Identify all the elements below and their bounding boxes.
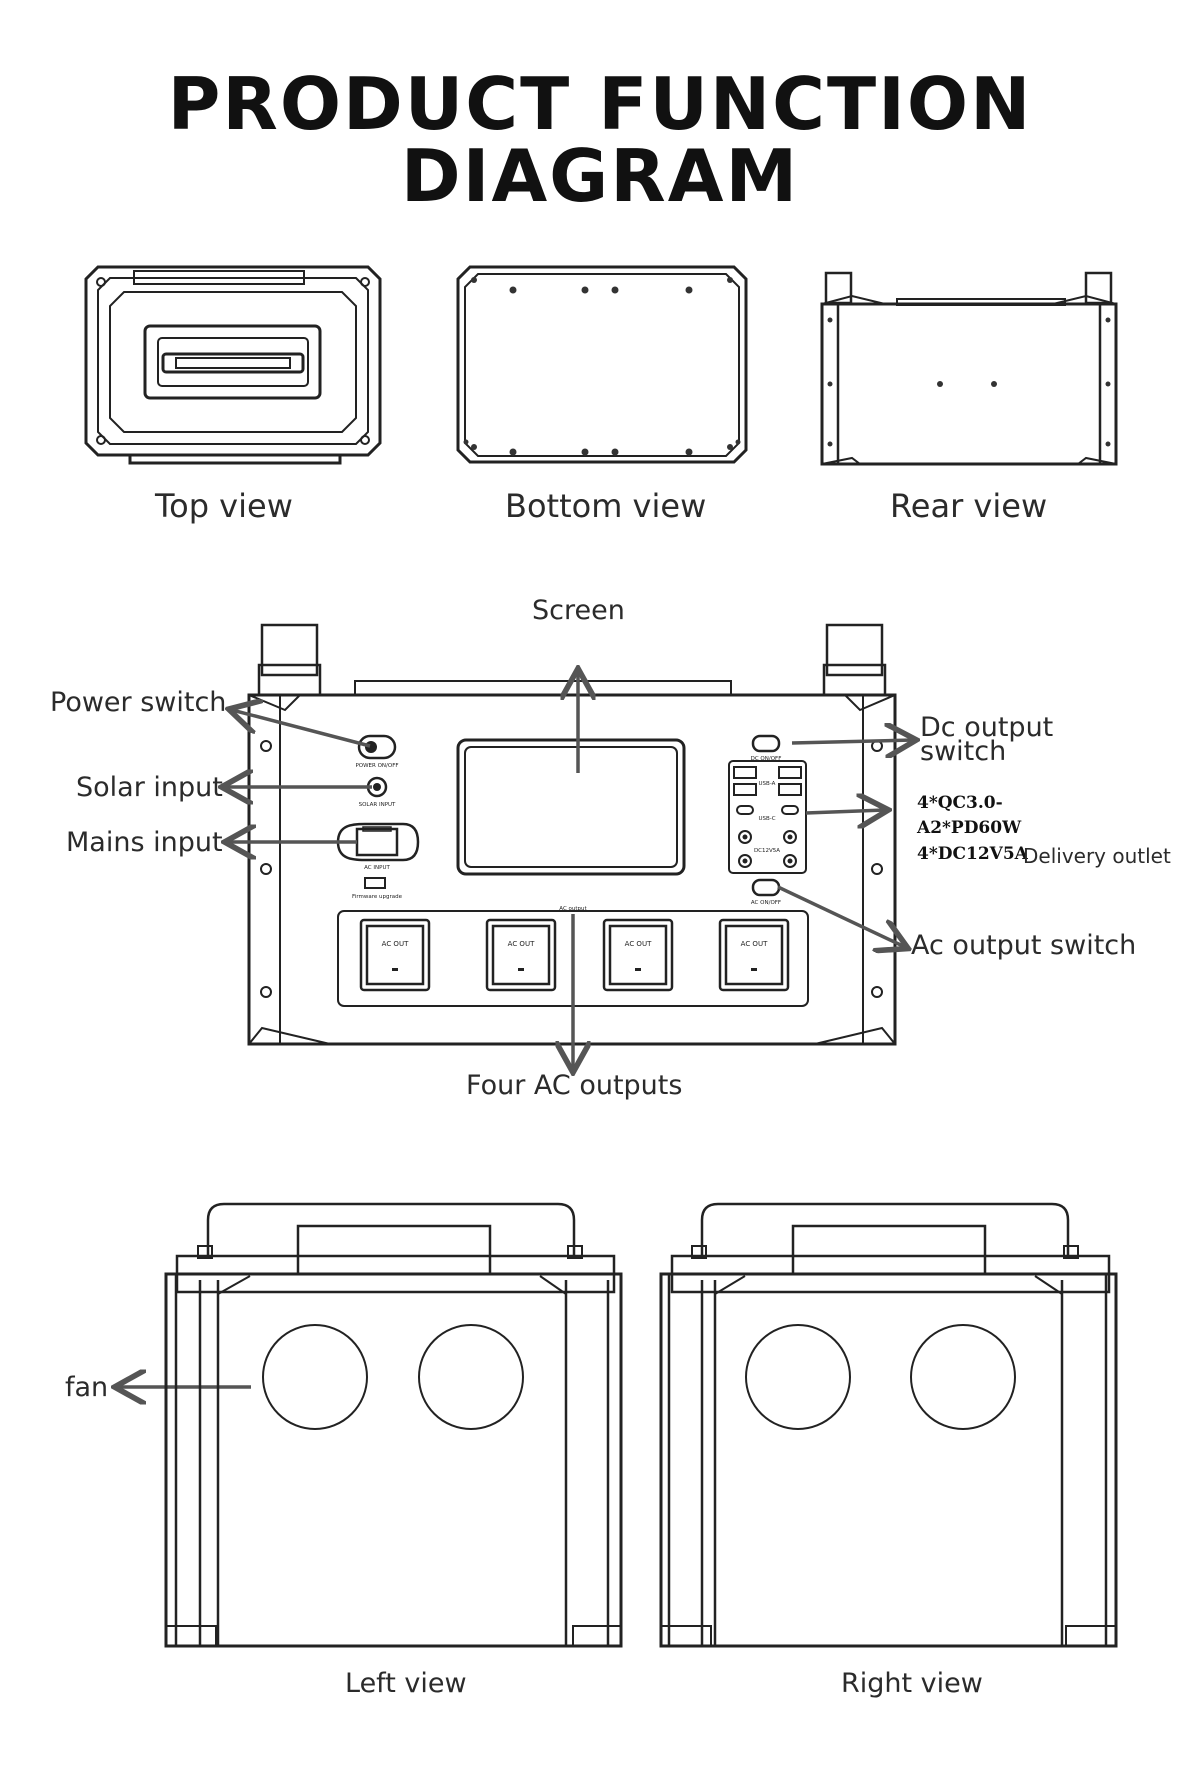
caption-right-view: Right view bbox=[841, 1668, 983, 1699]
callout-usb-line2: A2*PD60W bbox=[917, 818, 1022, 838]
callout-mains-input: Mains input bbox=[66, 827, 223, 858]
page-title: PRODUCT FUNCTION DIAGRAM bbox=[167, 62, 1033, 218]
callout-dc-output-switch-line2: switch bbox=[920, 736, 1007, 767]
outlet-label-3: AC OUT bbox=[625, 940, 652, 948]
top-view-drawing bbox=[84, 265, 382, 465]
arrow-ac-output-switch bbox=[777, 885, 905, 947]
panel-label-dc-on-off: DC ON/OFF bbox=[751, 756, 782, 762]
callout-power-switch: Power switch bbox=[50, 687, 227, 718]
caption-rear-view: Rear view bbox=[890, 487, 1048, 525]
caption-bottom-view: Bottom view bbox=[505, 487, 707, 525]
left-view-drawing bbox=[164, 1202, 623, 1648]
callout-four-ac-outputs: Four AC outputs bbox=[466, 1070, 683, 1101]
outlet-label-1: AC OUT bbox=[382, 940, 409, 948]
outlet-label-4: AC OUT bbox=[741, 940, 768, 948]
callout-dc-output-switch-line1: Dc output bbox=[920, 712, 1054, 743]
caption-left-view: Left view bbox=[345, 1668, 467, 1699]
panel-label-ac-on-off: AC ON/OFF bbox=[751, 900, 781, 906]
panel-label-ac-output: AC output bbox=[559, 906, 587, 912]
caption-top-view: Top view bbox=[155, 487, 293, 525]
callout-usb-line3: 4*DC12V5A bbox=[917, 844, 1028, 864]
callout-delivery-outlet: Delivery outlet bbox=[1023, 844, 1171, 868]
front-panel-drawing bbox=[247, 623, 897, 1046]
right-view-drawing bbox=[659, 1202, 1118, 1648]
callout-arrows bbox=[118, 672, 913, 1387]
panel-label-power: POWER ON/OFF bbox=[355, 763, 398, 769]
rear-view-drawing bbox=[820, 271, 1118, 466]
callout-usb-line1: 4*QC3.0- bbox=[917, 793, 1003, 813]
bottom-view-drawing bbox=[456, 265, 748, 464]
panel-label-solar: SOLAR INPUT bbox=[359, 802, 396, 808]
callout-ac-output-switch: Ac output switch bbox=[911, 930, 1137, 961]
panel-label-usb-c: USB-C bbox=[758, 816, 775, 822]
panel-label-ac-input: AC INPUT bbox=[364, 865, 390, 871]
callout-solar-input: Solar input bbox=[76, 772, 223, 803]
arrow-dc-output-switch bbox=[791, 740, 913, 743]
panel-label-firmware: Firmware upgrade bbox=[352, 894, 403, 900]
outlet-label-2: AC OUT bbox=[508, 940, 535, 948]
arrow-power-switch bbox=[232, 710, 371, 748]
callout-screen: Screen bbox=[532, 595, 625, 626]
arrow-usb-outputs bbox=[805, 810, 885, 813]
panel-label-dc12v5a: DC12V5A bbox=[754, 848, 780, 854]
panel-label-usb-a: USB-A bbox=[759, 781, 776, 787]
callout-fan: fan bbox=[65, 1372, 109, 1403]
